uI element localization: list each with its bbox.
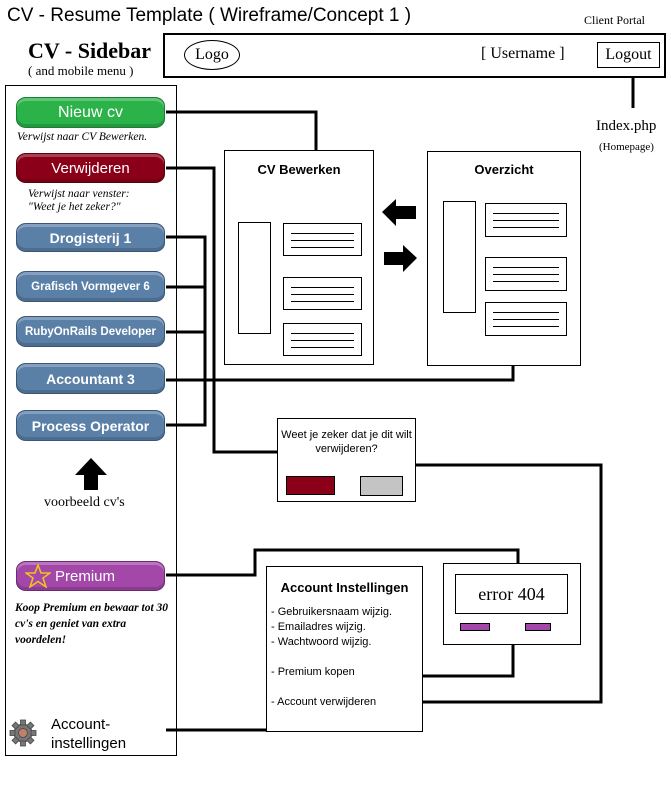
index-link[interactable]: Index.php: [596, 118, 657, 134]
top-bar: [163, 33, 666, 78]
example-cv-item[interactable]: Grafisch Vormgever 6: [16, 271, 165, 302]
example-cv-label: Accountant 3: [46, 370, 135, 387]
username[interactable]: [ Username ]: [481, 45, 565, 62]
overview-content-block: [485, 203, 567, 237]
example-cv-label: RubyOnRails Developer: [24, 325, 156, 338]
new-cv-label: Nieuw cv: [58, 103, 123, 121]
client-portal-label: Client Portal: [584, 13, 645, 27]
cv-edit-sidebar-block: [238, 222, 271, 334]
confirm-dialog: Weet je zeker dat je dit wilt verwijdere…: [277, 418, 416, 502]
delete-label: Verwijderen: [51, 159, 130, 177]
logo[interactable]: Logo: [184, 40, 240, 70]
logout-button[interactable]: Logout: [597, 42, 660, 68]
examples-label: voorbeeld cv's: [44, 495, 125, 510]
index-link-sub: (Homepage): [599, 141, 654, 153]
overview-sidebar-block: [443, 201, 476, 313]
new-cv-note: Verwijst naar CV Bewerken.: [17, 131, 148, 143]
overview-title: Overzicht: [474, 162, 534, 177]
page-title: CV - Resume Template ( Wireframe/Concept…: [7, 5, 412, 26]
error-action-button[interactable]: [460, 623, 490, 631]
premium-note: Koop Premium en bewaar tot 30 cv's en ge…: [15, 602, 169, 646]
account-panel-item[interactable]: - Emailadres wijzig.: [271, 621, 366, 633]
cv-edit-content-block: [283, 223, 362, 256]
example-cv-label: Grafisch Vormgever 6: [31, 280, 150, 293]
cv-edit-content-block: [283, 277, 362, 310]
premium-button[interactable]: Premium: [16, 561, 165, 591]
example-cv-label: Process Operator: [31, 417, 150, 434]
confirm-no-button[interactable]: [360, 476, 403, 496]
delete-button[interactable]: Verwijderen: [16, 153, 165, 183]
error-action-button[interactable]: [525, 623, 551, 631]
account-settings-link[interactable]: Account- instellingen: [51, 716, 127, 752]
error-box: error 404: [455, 574, 568, 614]
cv-edit-title: CV Bewerken: [257, 162, 341, 177]
account-settings-panel: Account Instellingen - Gebruikersnaam wi…: [266, 566, 423, 732]
sidebar-heading: CV - Sidebar: [28, 38, 152, 63]
account-panel-item[interactable]: - Wachtwoord wijzig.: [271, 636, 372, 648]
example-cv-item[interactable]: Process Operator: [16, 410, 165, 441]
logout-label: Logout: [605, 46, 652, 63]
account-panel-item[interactable]: - Gebruikersnaam wijzig.: [271, 606, 393, 618]
example-cv-item[interactable]: Drogisterij 1: [16, 223, 165, 252]
confirm-yes-button[interactable]: [286, 476, 335, 495]
premium-label: Premium: [55, 567, 116, 585]
delete-note: Verwijst naar venster: "Weet je het zeke…: [28, 188, 130, 213]
cv-edit-content-block: [283, 323, 362, 356]
example-cv-label: Drogisterij 1: [49, 229, 132, 246]
star-icon: [25, 564, 51, 588]
example-cv-item[interactable]: Accountant 3: [16, 363, 165, 394]
overview-content-block: [485, 302, 567, 336]
cv-edit-page: CV Bewerken: [224, 150, 374, 365]
overview-content-block: [485, 257, 567, 291]
logo-label: Logo: [195, 46, 229, 63]
example-cv-item[interactable]: RubyOnRails Developer: [16, 316, 165, 347]
confirm-dialog-text: Weet je zeker dat je dit wilt verwijdere…: [281, 429, 412, 455]
sidebar-subheading: ( and mobile menu ): [28, 63, 134, 78]
error-text: error 404: [478, 583, 545, 604]
overview-page: Overzicht: [427, 151, 581, 366]
account-panel-title: Account Instellingen: [280, 580, 409, 595]
account-panel-item[interactable]: - Premium kopen: [271, 666, 355, 678]
account-panel-item[interactable]: - Account verwijderen: [271, 696, 377, 708]
error-panel: error 404: [443, 563, 581, 645]
new-cv-button[interactable]: Nieuw cv: [16, 97, 165, 128]
